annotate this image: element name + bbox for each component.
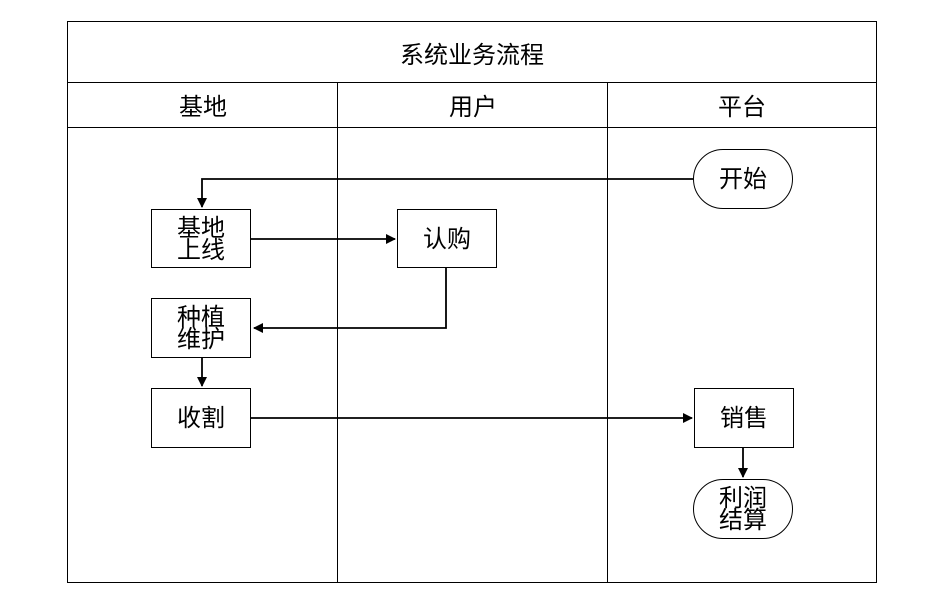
lane-divider-2 <box>607 82 608 582</box>
lane-header-platform: 平台 <box>608 82 876 128</box>
diagram-title: 系统业务流程 <box>68 22 876 83</box>
node-base-online-line-1: 基地 <box>177 213 225 242</box>
node-subscribe-line-1: 认购 <box>423 224 471 253</box>
node-plant-line-2: 维护 <box>177 325 225 353</box>
lane-header-user: 用户 <box>338 82 608 128</box>
node-base-online-line-2: 上线 <box>177 235 225 264</box>
lane-header-base: 基地 <box>68 82 338 128</box>
node-profit-line-2: 结算 <box>719 506 767 534</box>
node-harvest: 收割 <box>151 388 251 448</box>
node-subscribe: 认购 <box>397 209 497 268</box>
node-sales-line-1: 销售 <box>720 404 768 432</box>
node-harvest-line-1: 收割 <box>177 404 225 432</box>
node-start: 开始 <box>693 149 793 209</box>
node-plant-maintain: 种植 维护 <box>151 298 251 358</box>
lane-divider-1 <box>337 82 338 582</box>
node-base-online: 基地 上线 <box>151 209 251 268</box>
node-start-line-1: 开始 <box>719 165 767 193</box>
node-plant-line-1: 种植 <box>177 303 225 331</box>
node-profit-settlement: 利润 结算 <box>693 479 793 539</box>
node-sales: 销售 <box>694 388 794 448</box>
edge-start-to-base-online <box>197 178 693 208</box>
node-profit-line-1: 利润 <box>719 484 767 512</box>
edge-subscribe-to-plant <box>253 268 447 333</box>
flowchart-frame: 系统业务流程 基地 用户 平台 <box>67 21 877 583</box>
